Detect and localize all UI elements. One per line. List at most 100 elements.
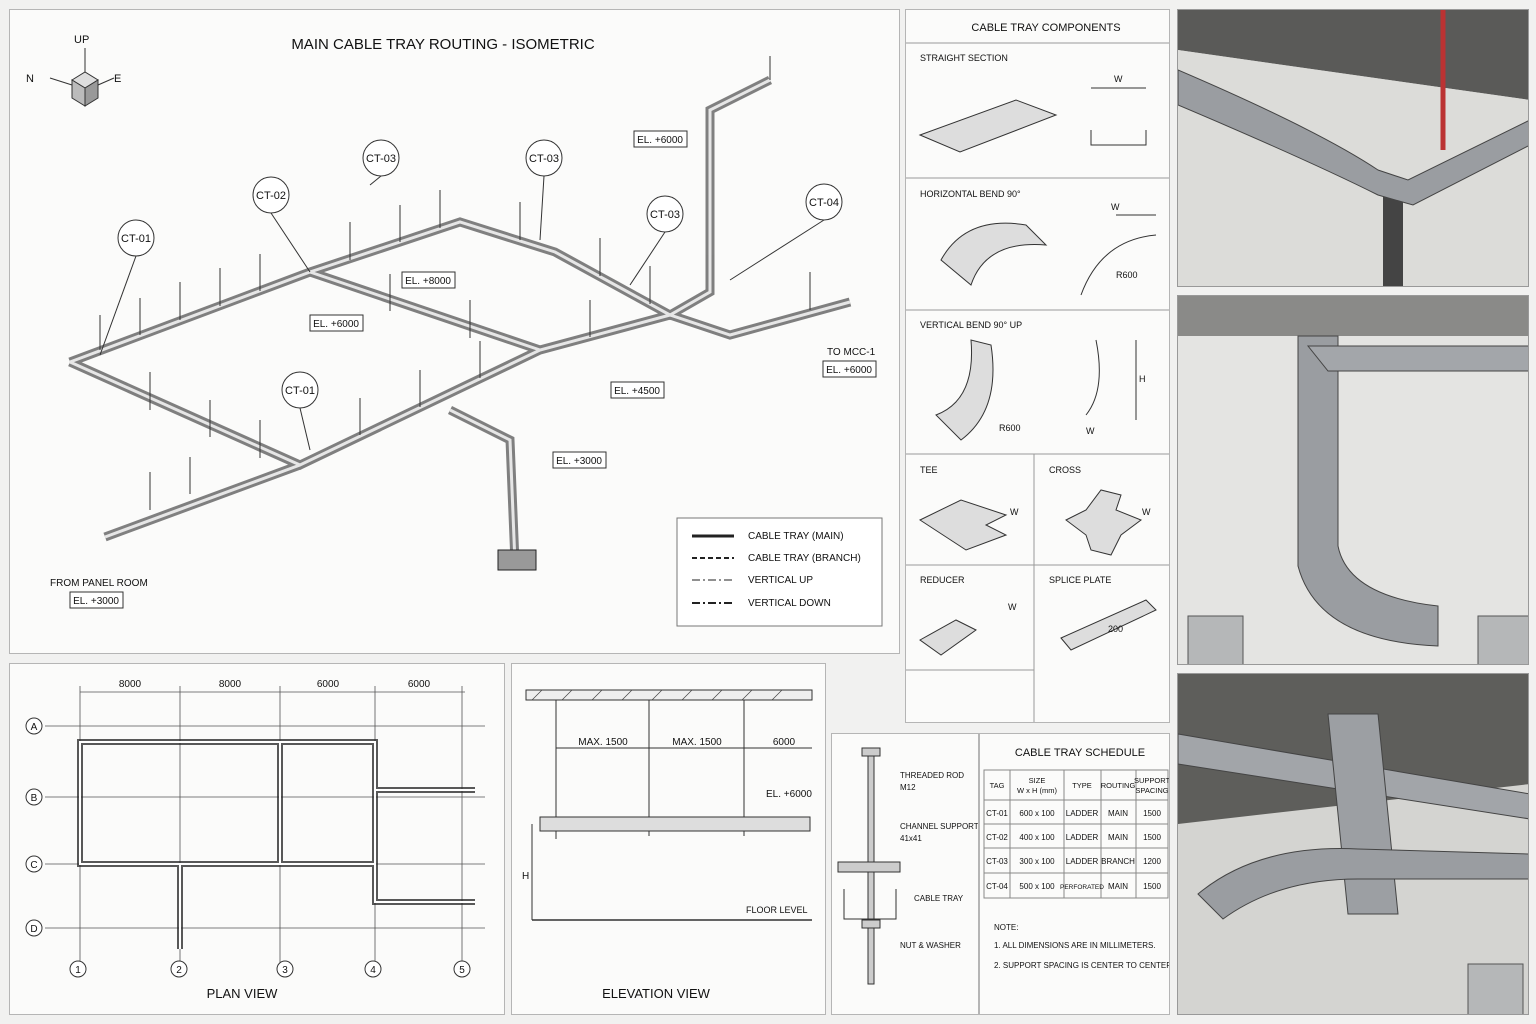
- cross-w: W: [1142, 507, 1151, 517]
- r2-spacing: 1500: [1143, 833, 1161, 842]
- r3-spacing: 1200: [1143, 857, 1161, 866]
- compass-e: E: [114, 73, 121, 85]
- r4-type: PERFORATED: [1060, 884, 1104, 891]
- r4-tag: CT-04: [986, 882, 1008, 891]
- col-3: 3: [282, 965, 288, 976]
- photo-horizontal-bend: [1177, 9, 1529, 287]
- tray-network: [68, 56, 852, 571]
- tag-callouts: [99, 139, 843, 451]
- r1-type: LADDER: [1066, 809, 1099, 818]
- el-tag-1: EL. +6000: [637, 135, 683, 146]
- elev-h-label: H: [522, 871, 529, 882]
- photo-vertical-bend: [1177, 295, 1529, 665]
- el-tag-2: EL. +8000: [405, 276, 451, 287]
- legend-up: VERTICAL UP: [748, 575, 813, 586]
- hbend-icon: [940, 222, 1048, 286]
- vbend-h: H: [1139, 374, 1146, 384]
- vbend-icon: [935, 339, 994, 441]
- to-mcc-label: TO MCC-1: [827, 347, 876, 358]
- hdr-tag: TAG: [990, 781, 1005, 790]
- r1-tag: CT-01: [986, 809, 1008, 818]
- hdr-routing: ROUTING: [1101, 781, 1136, 790]
- channel-size-label: 41x41: [900, 834, 922, 843]
- plan-dim-4: 6000: [408, 679, 431, 690]
- tag-ct03-c: CT-03: [650, 209, 680, 221]
- cross-icon: [1065, 489, 1143, 556]
- col-5: 5: [459, 965, 465, 976]
- tee-w: W: [1010, 507, 1019, 517]
- hdr-size-unit: W x H (mm): [1017, 786, 1057, 795]
- schedule-drawing: CABLE TRAY SCHEDULE TAG SIZE W x H (mm) …: [983, 747, 1170, 970]
- components-panel: CABLE TRAY COMPONENTS STRAIGHT SECTION H…: [905, 9, 1170, 723]
- r1-size: 600 x 100: [1019, 809, 1055, 818]
- isometric-panel: MAIN CABLE TRAY ROUTING - ISOMETRIC UP N…: [9, 9, 900, 654]
- el-tag-7: EL. +3000: [73, 596, 119, 607]
- r3-size: 300 x 100: [1019, 857, 1055, 866]
- schedule-title: CABLE TRAY SCHEDULE: [1015, 747, 1145, 759]
- r3-tag: CT-03: [986, 857, 1008, 866]
- legend-branch: CABLE TRAY (BRANCH): [748, 553, 861, 564]
- tee-icon: [918, 499, 1008, 551]
- compass-n: N: [26, 73, 34, 85]
- r3-type: LADDER: [1066, 857, 1099, 866]
- from-panel-label: FROM PANEL ROOM: [50, 578, 148, 589]
- elev-el-label: EL. +6000: [766, 789, 812, 800]
- elevation-view-title: ELEVATION VIEW: [602, 986, 711, 1001]
- splice-plate-icon: [1060, 599, 1157, 651]
- el-tag-4: EL. +4500: [614, 386, 660, 397]
- photo-horizontal-bend-illustration: [1178, 10, 1528, 286]
- col-1: 1: [75, 965, 81, 976]
- hdr-type: TYPE: [1072, 781, 1092, 790]
- hbend-w: W: [1111, 202, 1120, 212]
- legend: CABLE TRAY (MAIN) CABLE TRAY (BRANCH) VE…: [676, 517, 883, 627]
- splice-dim: 200: [1108, 624, 1123, 634]
- support-detail-panel: THREADED ROD M12 CHANNEL SUPPORT 41x41 C…: [831, 733, 979, 1015]
- hdr-support: SUPPORT: [1134, 776, 1170, 785]
- note-title: NOTE:: [994, 923, 1018, 932]
- elev-dim-2: MAX. 1500: [672, 737, 722, 748]
- support-detail-drawing: THREADED ROD M12 CHANNEL SUPPORT 41x41 C…: [837, 747, 978, 985]
- row-d: D: [30, 924, 37, 935]
- hdr-spacing: SPACING: [1135, 786, 1168, 795]
- tag-ct01-b: CT-01: [285, 385, 315, 397]
- compass-cube-icon: [49, 48, 115, 107]
- reducer-w: W: [1008, 602, 1017, 612]
- photo-cross-junction: [1177, 673, 1529, 1015]
- floor-level-label: FLOOR LEVEL: [746, 905, 808, 915]
- photo-cross-junction-illustration: [1178, 674, 1528, 1014]
- r2-size: 400 x 100: [1019, 833, 1055, 842]
- r4-spacing: 1500: [1143, 882, 1161, 891]
- r1-routing: MAIN: [1108, 809, 1128, 818]
- straight-w: W: [1114, 74, 1123, 84]
- elevation-view-panel: MAX. 1500 MAX. 1500 6000 EL. +6000 H FLO…: [511, 663, 826, 1015]
- row-b: B: [31, 793, 38, 804]
- rod-size-label: M12: [900, 783, 916, 792]
- tag-ct03-b: CT-03: [529, 153, 559, 165]
- plan-view-title: PLAN VIEW: [207, 986, 279, 1001]
- elevation-view-drawing: MAX. 1500 MAX. 1500 6000 EL. +6000 H FLO…: [522, 689, 813, 1001]
- hbend-r: R600: [1116, 270, 1138, 280]
- r3-routing: BRANCH: [1101, 857, 1135, 866]
- note-2: 2. SUPPORT SPACING IS CENTER TO CENTER.: [994, 961, 1170, 970]
- vbend-r: R600: [999, 423, 1021, 433]
- r2-type: LADDER: [1066, 833, 1099, 842]
- plan-view-panel: 8000 8000 6000 6000 A B C D 1 2 3 4 5 PL…: [9, 663, 505, 1015]
- vbend-w: W: [1086, 426, 1095, 436]
- reducer-icon: [919, 619, 977, 656]
- el-tag-6: EL. +3000: [556, 456, 602, 467]
- threaded-rod-label: THREADED ROD: [900, 771, 964, 780]
- el-tag-5: EL. +6000: [826, 365, 872, 376]
- hdr-size: SIZE: [1029, 776, 1046, 785]
- compass-up: UP: [74, 34, 89, 46]
- hbend-label: HORIZONTAL BEND 90°: [920, 189, 1021, 199]
- r1-spacing: 1500: [1143, 809, 1161, 818]
- r2-routing: MAIN: [1108, 833, 1128, 842]
- row-c: C: [30, 860, 37, 871]
- tee-label: TEE: [920, 465, 938, 475]
- plan-view-drawing: 8000 8000 6000 6000 A B C D 1 2 3 4 5 PL…: [25, 679, 485, 1001]
- tag-ct02: CT-02: [256, 190, 286, 202]
- el-tag-3: EL. +6000: [313, 319, 359, 330]
- components-title: CABLE TRAY COMPONENTS: [971, 22, 1120, 34]
- isometric-drawing: MAIN CABLE TRAY ROUTING - ISOMETRIC UP N…: [26, 34, 883, 627]
- elev-dim-3: 6000: [773, 737, 796, 748]
